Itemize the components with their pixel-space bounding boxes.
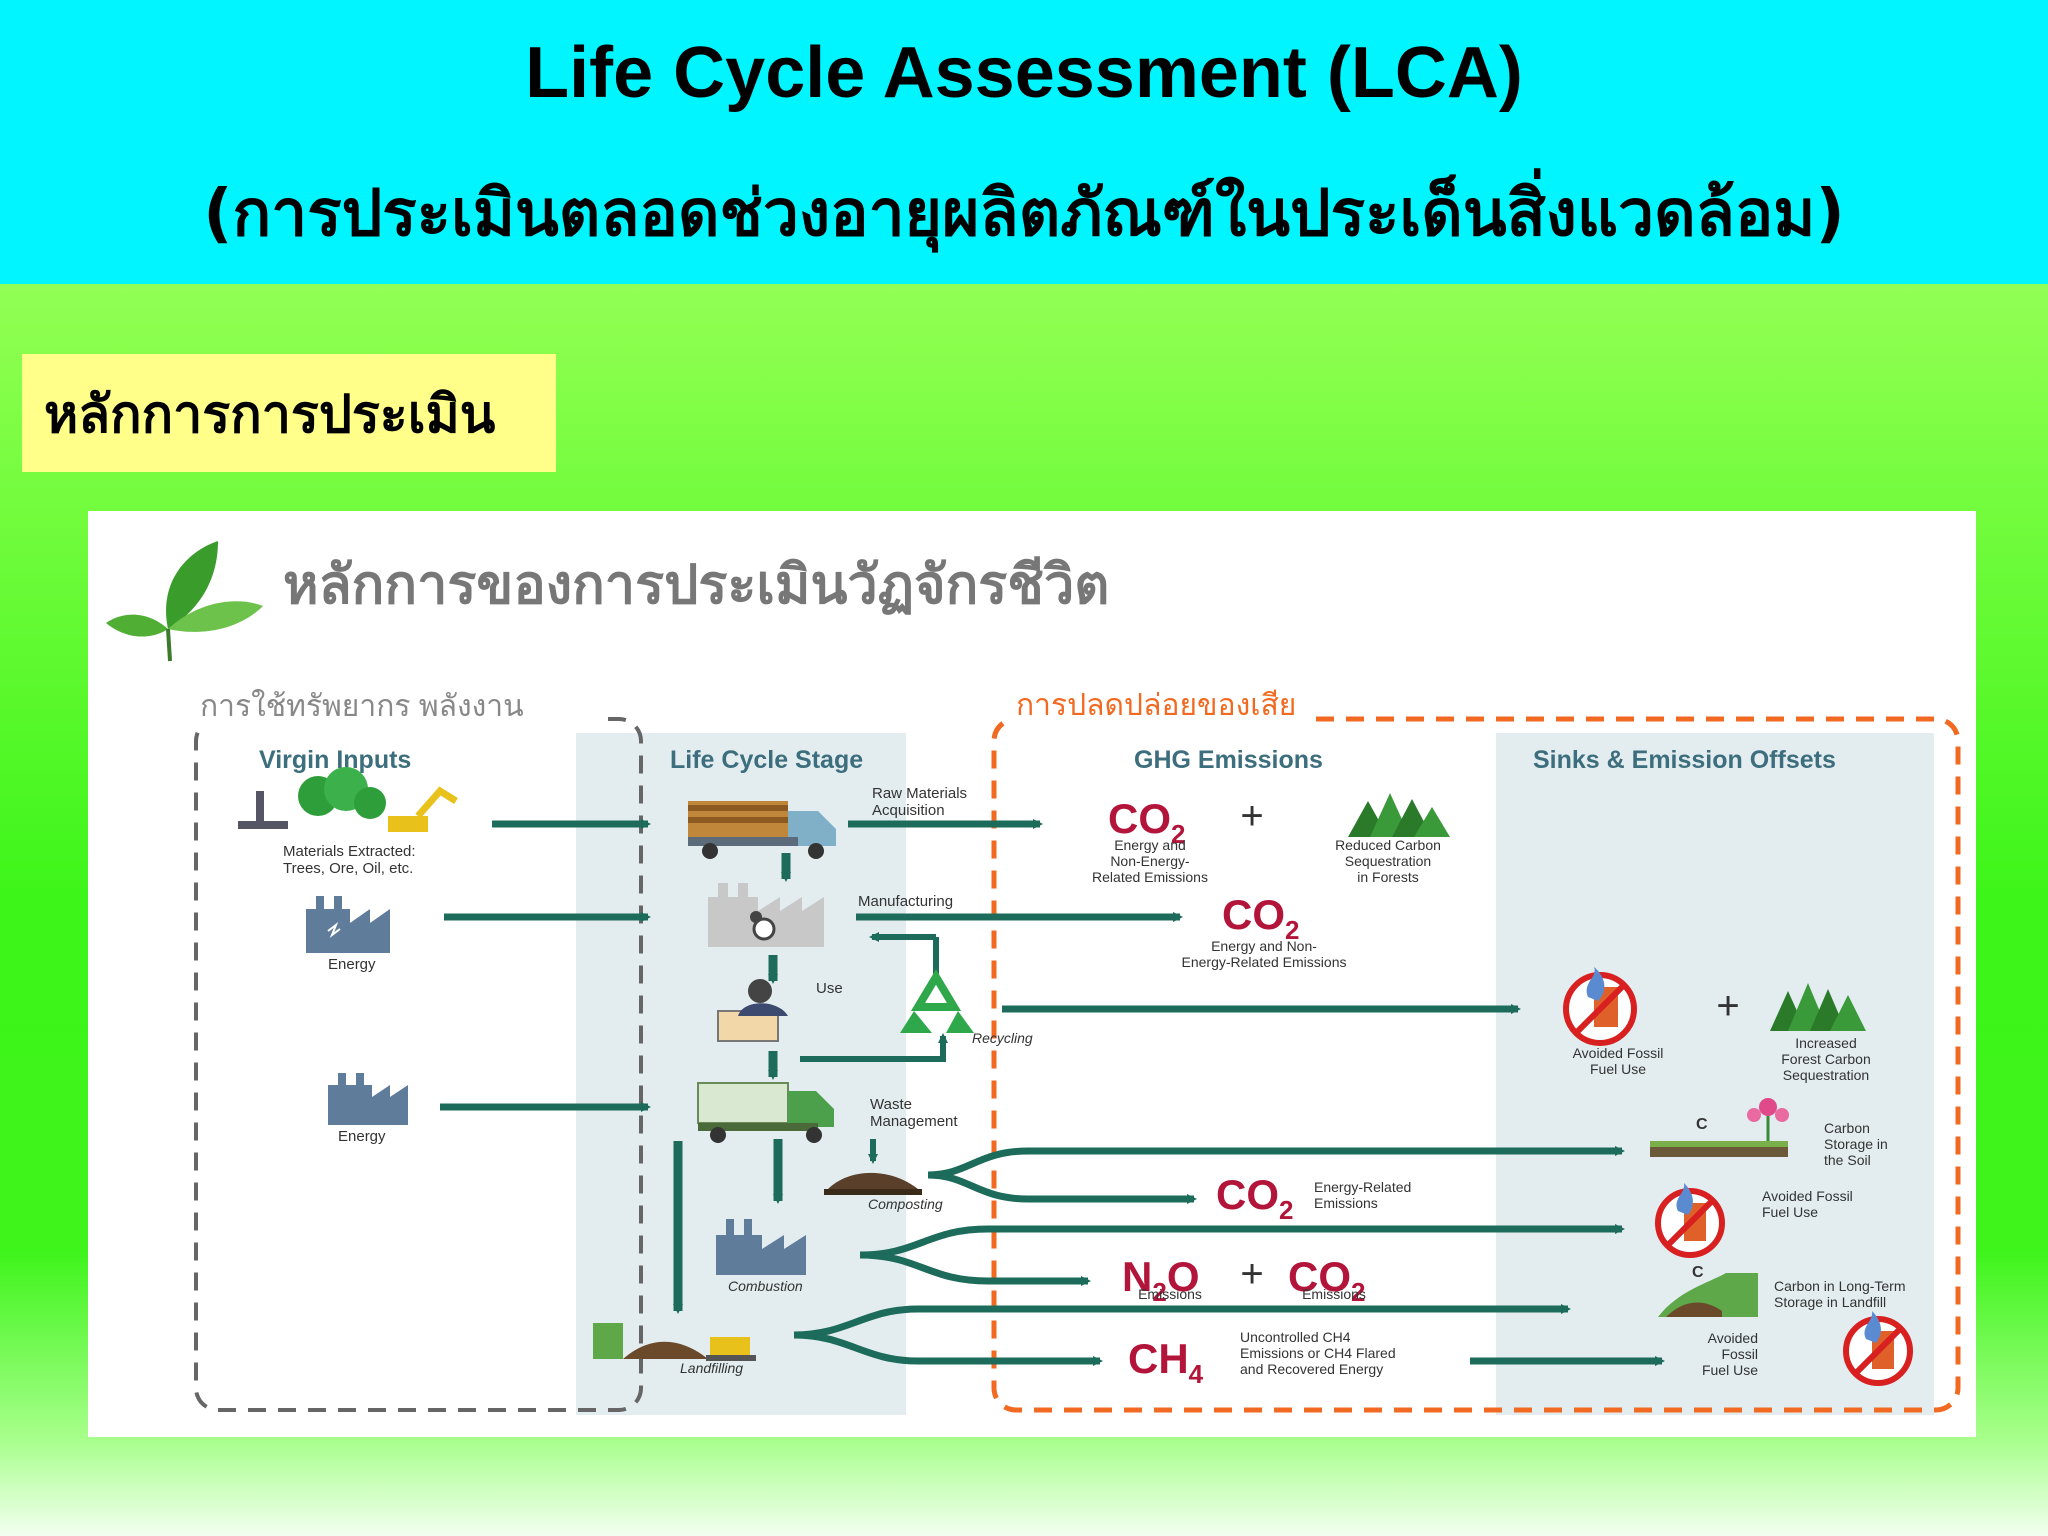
materials-extraction-icon <box>238 767 458 832</box>
ch4-symbol: CH4 <box>1128 1335 1204 1389</box>
composting-icon <box>824 1172 922 1195</box>
co2-symbol-1: CO2 <box>1108 795 1185 849</box>
energy-label-1: Energy <box>328 956 376 973</box>
leaf-icon <box>106 541 263 662</box>
materials-label-1: Materials Extracted: <box>283 843 416 860</box>
emission-label-3b: Emissions <box>1314 1195 1378 1211</box>
reduced-carbon-2: Sequestration <box>1345 853 1431 869</box>
emission-label-3a: Energy-Related <box>1314 1179 1411 1195</box>
group-right-border <box>991 716 1961 1413</box>
stage-manufacturing: Manufacturing <box>858 893 953 910</box>
stage-raw-2: Acquisition <box>872 802 945 819</box>
stage-waste-1: Waste <box>870 1096 912 1113</box>
arrow-combustion-to-n2o <box>859 1251 1091 1286</box>
group-right-label: การปลดปล่อยของเสีย <box>1016 689 1296 722</box>
n2o-symbol: N2O <box>1122 1253 1199 1307</box>
co2-symbol-3: CO2 <box>1216 1171 1293 1225</box>
increased-forest-2: Forest Carbon <box>1781 1051 1870 1067</box>
carbon-soil-1: Carbon <box>1824 1120 1870 1136</box>
column-life-cycle-stage: Life Cycle Stage <box>670 746 863 774</box>
forest-trees-icon-2 <box>1770 983 1866 1031</box>
lca-diagram-svg: หลักการของการประเมินวัฏจักรชีวิต การใช้ท… <box>106 541 1961 1415</box>
reduced-carbon-3: in Forests <box>1357 869 1418 885</box>
column-ghg-emissions: GHG Emissions <box>1134 746 1323 774</box>
page-title: Life Cycle Assessment (LCA) <box>525 33 1523 113</box>
section-label-text: หลักการการประเมิน <box>44 384 496 445</box>
avoided-fossil-fuel-icon-3 <box>1843 1311 1913 1386</box>
energy-factory-icon <box>306 896 390 953</box>
logging-truck-icon <box>688 801 836 859</box>
lane-lifecycle <box>576 733 906 1415</box>
page-subtitle: (การประเมินตลอดช่วงอายุผลิตภัณฑ์ในประเด็… <box>203 177 1845 251</box>
ch4-label-1: Uncontrolled CH4 <box>1240 1329 1351 1345</box>
diagram-heading: หลักการของการประเมินวัฏจักรชีวิต <box>283 555 1109 615</box>
title-banner: Life Cycle Assessment (LCA) (การประเมินต… <box>0 0 2048 284</box>
section-label: หลักการการประเมิน <box>22 354 556 472</box>
emission-label-1b: Non-Energy- <box>1110 853 1190 869</box>
avoided-fossil-3c: Fuel Use <box>1702 1362 1758 1378</box>
combustion-factory-icon <box>716 1219 806 1275</box>
group-left-label-bg <box>198 687 598 731</box>
ch4-label-3: and Recovered Energy <box>1240 1361 1383 1377</box>
stage-raw-1: Raw Materials <box>872 785 967 802</box>
avoided-fossil-1b: Fuel Use <box>1590 1061 1646 1077</box>
column-sinks-offsets: Sinks & Emission Offsets <box>1533 746 1836 774</box>
plus-sign-3: + <box>1240 1252 1263 1296</box>
waste-truck-icon <box>697 1082 834 1143</box>
co2-symbol-2: CO2 <box>1222 891 1299 945</box>
stage-use: Use <box>816 980 843 997</box>
stage-composting: Composting <box>868 1196 943 1212</box>
lca-diagram: หลักการของการประเมินวัฏจักรชีวิต การใช้ท… <box>88 511 1976 1437</box>
stage-landfilling: Landfilling <box>680 1360 743 1376</box>
reduced-carbon-1: Reduced Carbon <box>1335 837 1441 853</box>
arrow-composting-to-co2 <box>927 1171 1197 1204</box>
co2-label-4: Emissions <box>1302 1286 1366 1302</box>
carbon-c-symbol-2: C <box>1692 1264 1704 1281</box>
n2o-label: Emissions <box>1138 1286 1202 1302</box>
energy-label-2: Energy <box>338 1128 386 1145</box>
carbon-soil-2: Storage in <box>1824 1136 1888 1152</box>
stage-recycling: Recycling <box>972 1030 1033 1046</box>
arrow-landfill-to-ch4 <box>793 1331 1103 1366</box>
manufacturing-factory-icon <box>708 883 824 947</box>
emission-label-1c: Related Emissions <box>1092 869 1208 885</box>
materials-label-2: Trees, Ore, Oil, etc. <box>283 860 413 877</box>
increased-forest-1: Increased <box>1795 1035 1856 1051</box>
stage-waste-2: Management <box>870 1113 958 1130</box>
landfill-storage-icon: C <box>1658 1264 1758 1317</box>
use-person-icon <box>717 979 788 1042</box>
group-right-label-bg <box>1008 687 1308 731</box>
co2-symbol-4: CO2 <box>1288 1253 1365 1307</box>
avoided-fossil-2a: Avoided Fossil <box>1762 1188 1853 1204</box>
avoided-fossil-3a: Avoided <box>1708 1330 1758 1346</box>
column-virgin-inputs: Virgin Inputs <box>259 746 411 774</box>
arrow-landfill-branch <box>793 1304 1571 1339</box>
emission-label-1a: Energy and <box>1114 837 1186 853</box>
plus-sign-1: + <box>1240 794 1263 838</box>
recycling-icon <box>900 969 974 1033</box>
avoided-fossil-3b: Fossil <box>1721 1346 1758 1362</box>
ch4-label-2: Emissions or CH4 Flared <box>1240 1345 1396 1361</box>
stage-combustion: Combustion <box>728 1278 803 1294</box>
group-left-border <box>194 717 643 1412</box>
plus-sign-2: + <box>1716 984 1739 1028</box>
carbon-c-symbol-1: C <box>1696 1116 1708 1133</box>
energy-factory-icon-2 <box>328 1073 408 1125</box>
emission-label-2b: Energy-Related Emissions <box>1182 954 1347 970</box>
group-left-label: การใช้ทรัพยากร พลังงาน <box>200 689 524 723</box>
landfill-bulldozer-icon <box>593 1323 756 1361</box>
forest-trees-icon <box>1348 793 1450 837</box>
avoided-fossil-fuel-icon-2 <box>1655 1183 1725 1258</box>
carbon-soil-3: the Soil <box>1824 1152 1871 1168</box>
increased-forest-3: Sequestration <box>1783 1067 1869 1083</box>
long-term-2: Storage in Landfill <box>1774 1294 1886 1310</box>
avoided-fossil-2b: Fuel Use <box>1762 1204 1818 1220</box>
avoided-fossil-fuel-icon <box>1563 967 1637 1046</box>
long-term-1: Carbon in Long-Term <box>1774 1278 1906 1294</box>
soil-flower-icon: C <box>1650 1098 1789 1157</box>
avoided-fossil-1a: Avoided Fossil <box>1573 1045 1664 1061</box>
emission-label-2a: Energy and Non- <box>1211 938 1317 954</box>
arrow-use-to-recycling <box>800 1033 948 1062</box>
